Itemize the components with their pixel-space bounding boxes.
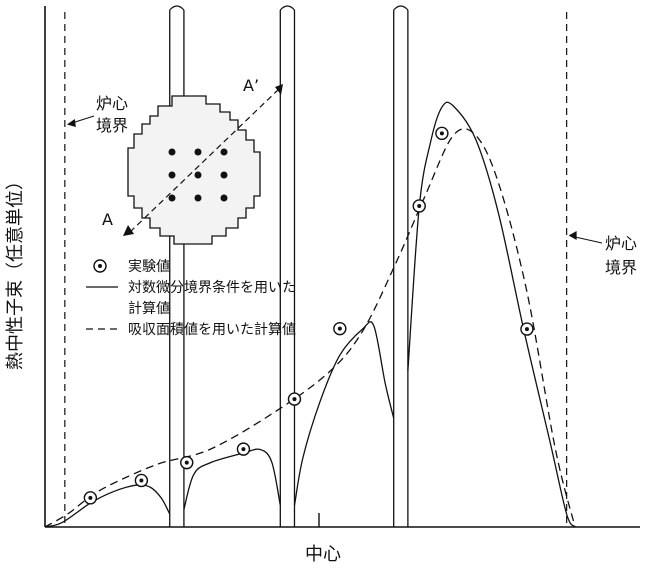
fuel-pin-2	[194, 148, 202, 156]
experimental-points	[83, 126, 534, 505]
experimental-point-1-center	[88, 495, 93, 500]
left-boundary-label-line1: 炉心	[96, 94, 128, 113]
solid-curve-segment-3	[293, 321, 395, 506]
core-cross-section-inset	[123, 84, 283, 245]
experimental-point-6-center	[337, 326, 342, 331]
legend-label-experimental: 実験値	[128, 259, 170, 275]
solid-curve-segment-1	[44, 484, 171, 528]
solid-curve-segment-4	[407, 101, 576, 528]
experimental-point-7-center	[417, 203, 422, 208]
fuel-pin-1	[168, 148, 176, 156]
fuel-pin-3	[220, 148, 228, 156]
section-arrowhead-a	[123, 225, 134, 236]
core-boundaries	[64, 12, 603, 527]
experimental-point-2-center	[139, 478, 144, 483]
right-boundary-label-line2: 境界	[605, 258, 637, 277]
control-rod-3-top	[393, 5, 409, 11]
dashed-curve	[44, 128, 576, 528]
legend	[86, 259, 122, 330]
y-axis-label: 熱中性子束（任意単位）	[5, 172, 26, 370]
legend-marker-experimental-center	[98, 264, 102, 268]
experimental-point-8-center	[439, 131, 444, 136]
fuel-pin-5	[194, 171, 202, 179]
x-axis-label: 中心	[305, 544, 341, 565]
legend-label-dashed: 吸収面積値を用いた計算値	[128, 322, 296, 338]
fuel-pin-8	[194, 194, 202, 202]
control-rod-1-top	[169, 5, 185, 11]
right-boundary-label-line1: 炉心	[605, 234, 637, 253]
section-line	[129, 87, 281, 233]
legend-label-solid-line2: 計算値	[128, 301, 170, 317]
fuel-pin-9	[220, 194, 228, 202]
core-outline	[127, 95, 261, 245]
left-boundary-label-line2: 境界	[96, 116, 128, 135]
fuel-pin-7	[168, 194, 176, 202]
experimental-point-3-center	[184, 460, 189, 465]
control-rod-2-top	[279, 5, 295, 11]
axes	[44, 6, 640, 528]
curves	[44, 101, 576, 528]
fuel-pin-6	[220, 171, 228, 179]
experimental-point-4-center	[241, 447, 246, 452]
control-rods	[169, 5, 409, 527]
experimental-point-5-center	[292, 397, 297, 402]
fuel-pin-4	[168, 171, 176, 179]
legend-label-solid-line1: 対数微分境界条件を用いた	[128, 279, 296, 296]
experimental-point-9-center	[524, 327, 529, 332]
section-start-label: A	[102, 210, 113, 229]
right-boundary-arrowhead	[568, 231, 577, 240]
section-arrowhead-a-prime	[275, 84, 283, 95]
section-end-label: A’	[243, 76, 259, 95]
left-boundary-arrowhead	[66, 119, 76, 127]
solid-curve-segment-2	[183, 448, 281, 510]
